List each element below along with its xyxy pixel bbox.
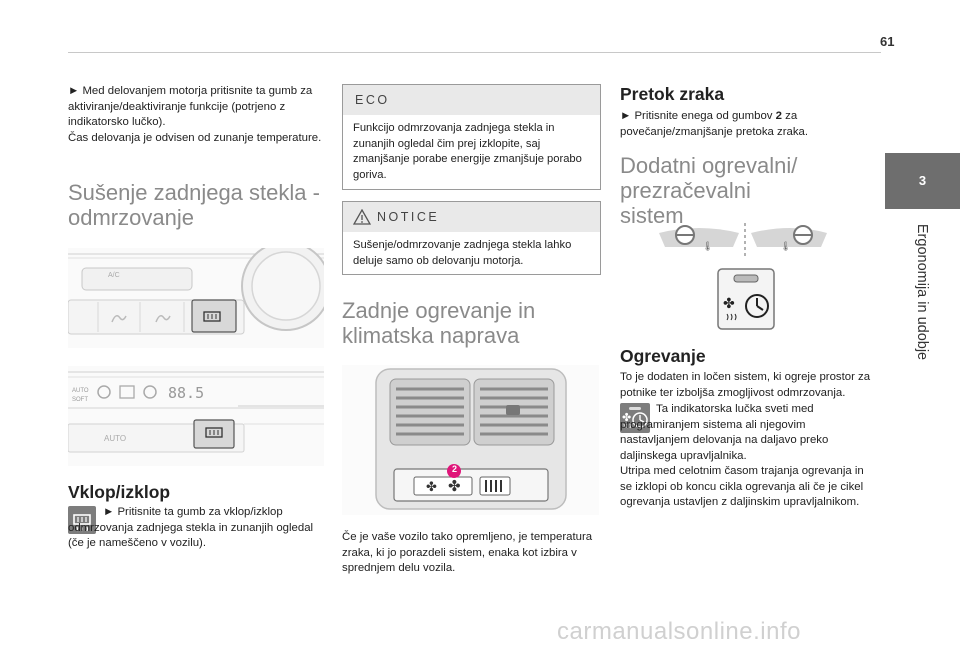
defrost-panel-illustration-1: A/C <box>68 248 324 348</box>
heading-rear-heating: Zadnje ogrevanje in klimatska naprava <box>342 298 536 348</box>
svg-text:✤: ✤ <box>723 296 735 312</box>
heading-rear-defrost: Sušenje zadnjega stekla - odmrzovanje <box>68 180 320 230</box>
auto-label-top: AUTO <box>72 388 89 394</box>
rear-vent-illustration: ✤ ✤ 2 <box>342 365 599 515</box>
rear-defrost-icon <box>68 506 96 534</box>
air-flow-text: ► Pritisnite enega od gumbov 2 za poveča… <box>620 109 872 140</box>
rear-heating-text: Če je vaše vozilo tako opremljeno, je te… <box>342 531 593 575</box>
heating-text-2: Ta indikatorska lučka sveti med programi… <box>620 403 829 462</box>
heating-text-1: To je dodaten in ločen sistem, ki ogreje… <box>620 371 871 399</box>
heading-air-flow: Pretok zraka <box>620 84 725 104</box>
eco-box-header: ECO <box>343 85 600 115</box>
notice-box: NOTICE Sušenje/odmrzovanje zadnjega stek… <box>342 201 601 275</box>
notice-text: Sušenje/odmrzovanje zadnjega stekla lahk… <box>353 239 572 267</box>
on-off-text: ► Pritisnite ta gumb za vklop/izklop odm… <box>68 506 314 550</box>
chapter-label-text: Ergonomija in udobje <box>914 223 930 360</box>
chapter-label: Ergonomija in udobje <box>862 214 960 369</box>
steering-wheel-illustration: 🌡 🌡 <box>655 219 831 259</box>
eco-text: Funkcijo odmrzovanja zadnjega stekla in … <box>353 122 582 181</box>
rear-defrost-icon-svg <box>73 514 91 532</box>
svg-text:🌡: 🌡 <box>780 241 791 251</box>
svg-text:✤: ✤ <box>426 480 437 495</box>
steering-wheel-svg: 🌡 🌡 <box>659 223 827 257</box>
callout-marker: 2 <box>451 464 457 474</box>
notice-title: NOTICE <box>377 210 440 224</box>
auto-button-label: AUTO <box>104 434 127 443</box>
heater-button-illustration: ✤ <box>717 268 775 330</box>
heading-auxiliary-heater: Dodatni ogrevalni/ prezračevalni sistem <box>620 153 798 228</box>
defrost-panel-1-svg <box>68 248 324 348</box>
eco-title: ECO <box>355 93 390 107</box>
air-flow-text-prefix: ► Pritisnite enega od gumbov <box>620 110 776 122</box>
heater-indicator-icon: ✤ <box>620 403 650 433</box>
rear-vent-svg: ✤ ✤ <box>342 365 599 515</box>
ac-button-label: A/C <box>108 272 120 279</box>
eco-box: ECO Funkcijo odmrzovanja zadnjega stekla… <box>342 84 601 190</box>
temperature-display: 88.5 <box>168 384 205 402</box>
heater-indicator-svg: ✤ <box>622 407 648 429</box>
warning-triangle-icon <box>353 209 371 225</box>
heading-heating: Ogrevanje <box>620 346 706 366</box>
notice-box-header: NOTICE <box>343 202 600 232</box>
svg-text:✤: ✤ <box>622 411 631 424</box>
air-flow-text-suffix: za povečanje/zmanjšanje pretoka zraka. <box>620 110 809 138</box>
svg-text:✤: ✤ <box>448 477 461 495</box>
callout-marker-circle <box>447 464 461 478</box>
chapter-tab[interactable]: 3 <box>885 153 960 209</box>
watermark: carmanualsonline.info <box>557 618 801 645</box>
defrost-panel-2-svg <box>68 366 324 466</box>
heating-text-3: Utripa med celotnim časom trajanja ogrev… <box>620 465 864 509</box>
intro-text: ► Med delovanjem motorja pritisnite ta g… <box>68 85 322 144</box>
soft-label: SOFT <box>72 397 88 403</box>
svg-text:🌡: 🌡 <box>702 241 713 251</box>
heading-on-off: Vklop/izklop <box>68 482 171 502</box>
header-rule <box>68 52 881 53</box>
page-number: 61 <box>880 34 895 49</box>
air-flow-text-number: 2 <box>775 110 782 122</box>
heater-button-svg: ✤ <box>717 268 775 330</box>
defrost-panel-illustration-2: AUTO SOFT 88.5 AUTO <box>68 366 324 466</box>
